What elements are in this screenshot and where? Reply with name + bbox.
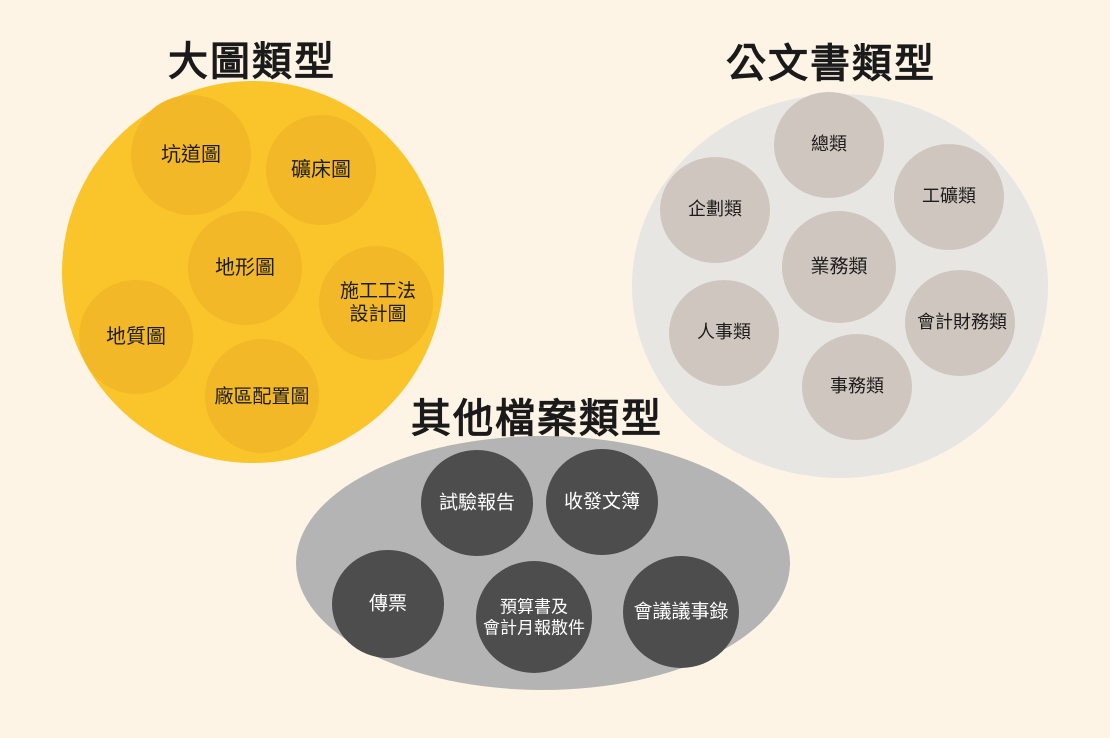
bubble-document-1[interactable] (660, 157, 770, 263)
bubble-other-3[interactable] (476, 561, 592, 673)
bubble-other-1[interactable] (546, 449, 658, 555)
bubble-major-1[interactable] (266, 115, 376, 225)
bubble-major-0[interactable] (131, 95, 251, 215)
group-major-drawings[interactable] (62, 81, 444, 463)
group-official-documents[interactable] (632, 92, 1048, 478)
bubble-document-5[interactable] (905, 270, 1015, 376)
bubble-major-4[interactable] (79, 280, 193, 394)
bubble-major-2[interactable] (188, 211, 302, 325)
bubble-other-4[interactable] (623, 556, 739, 668)
bubble-major-5[interactable] (205, 339, 319, 453)
bubble-other-2[interactable] (332, 550, 444, 658)
bubble-document-2[interactable] (894, 144, 1004, 250)
bubble-document-3[interactable] (782, 211, 896, 323)
bubble-other-0[interactable] (421, 450, 533, 556)
group-title-major-drawings: 大圖類型 (168, 40, 336, 84)
bubble-document-4[interactable] (669, 280, 779, 386)
bubble-major-3[interactable] (319, 246, 433, 360)
group-title-other-archives: 其他檔案類型 (411, 397, 663, 441)
group-other-archives[interactable] (296, 436, 790, 690)
bubble-document-0[interactable] (774, 92, 884, 198)
group-title-official-documents: 公文書類型 (726, 42, 936, 86)
bubble-document-6[interactable] (802, 334, 912, 440)
